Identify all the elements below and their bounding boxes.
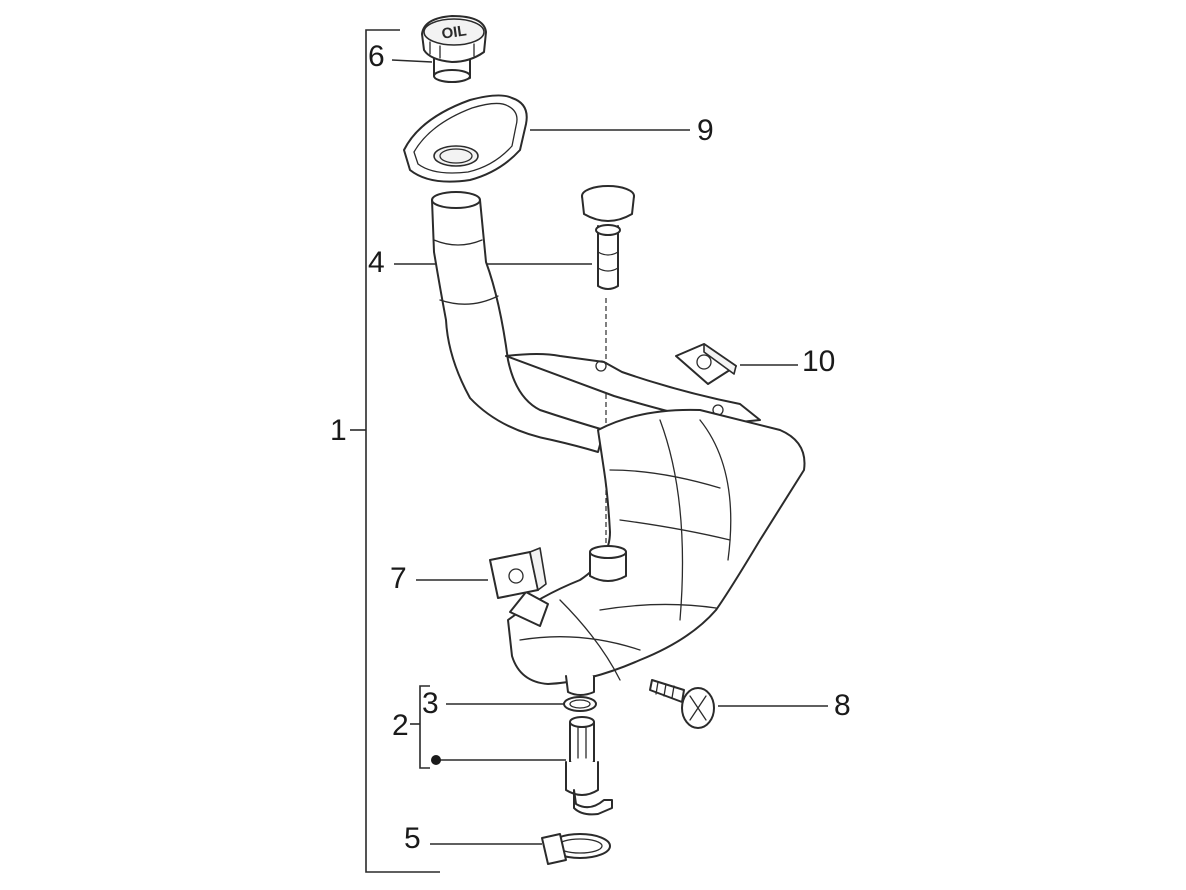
oil-cap-lettering: OIL: [441, 22, 468, 42]
callout-4: 4: [368, 246, 385, 279]
callout-8: 8: [834, 689, 851, 722]
screw-part: [649, 679, 715, 729]
leader-lines: [391, 59, 828, 845]
o-ring-part: [563, 696, 597, 712]
clip-nut-part: [675, 343, 737, 385]
assembly-bracket-1: [350, 29, 440, 873]
callout-9: 9: [697, 114, 714, 147]
leader-dot: [431, 755, 441, 765]
filler-gasket-part: [403, 94, 528, 183]
speed-clip-part: [489, 547, 547, 599]
callout-10: 10: [802, 345, 835, 378]
oil-tank-body: [431, 191, 806, 696]
drain-filter-part: [565, 716, 613, 816]
callout-1: 1: [330, 414, 347, 447]
callout-5: 5: [404, 822, 421, 855]
callout-2: 2: [392, 709, 409, 742]
hose-clamp-part: [541, 833, 611, 865]
oil-cap-part: OIL: [421, 15, 487, 83]
vent-plug-part: [581, 185, 635, 290]
callout-3: 3: [422, 687, 439, 720]
assembly-bracket-2: [410, 685, 430, 769]
callout-6: 6: [368, 40, 385, 73]
callout-7: 7: [390, 562, 407, 595]
